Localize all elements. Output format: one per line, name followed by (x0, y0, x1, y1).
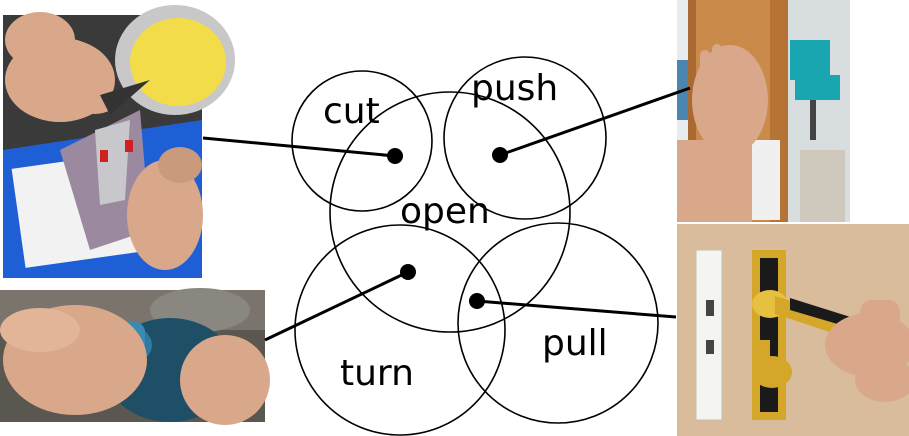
dot-pull (469, 293, 485, 309)
connector-dots (387, 147, 508, 309)
pull-photo (677, 224, 909, 436)
label-pull: pull (542, 323, 608, 364)
push-photo (677, 0, 850, 222)
circle-open (329, 91, 571, 333)
turn-photo (0, 288, 270, 425)
label-open: open (400, 191, 490, 232)
cut-photo (3, 5, 235, 278)
label-cut: cut (323, 91, 380, 132)
connector-pull (476, 299, 677, 319)
circle-push (443, 56, 607, 220)
connector-lines (202, 86, 691, 342)
venn-circles (291, 56, 659, 436)
label-turn: turn (340, 353, 414, 394)
dot-push (492, 147, 508, 163)
circle-turn (294, 224, 506, 436)
circle-cut (291, 70, 433, 212)
label-push: push (471, 68, 558, 109)
dot-cut (387, 148, 403, 164)
dot-turn (400, 264, 416, 280)
circle-pull (457, 222, 659, 424)
connector-push (499, 86, 691, 157)
connector-turn (264, 270, 409, 342)
connector-cut (202, 136, 396, 158)
